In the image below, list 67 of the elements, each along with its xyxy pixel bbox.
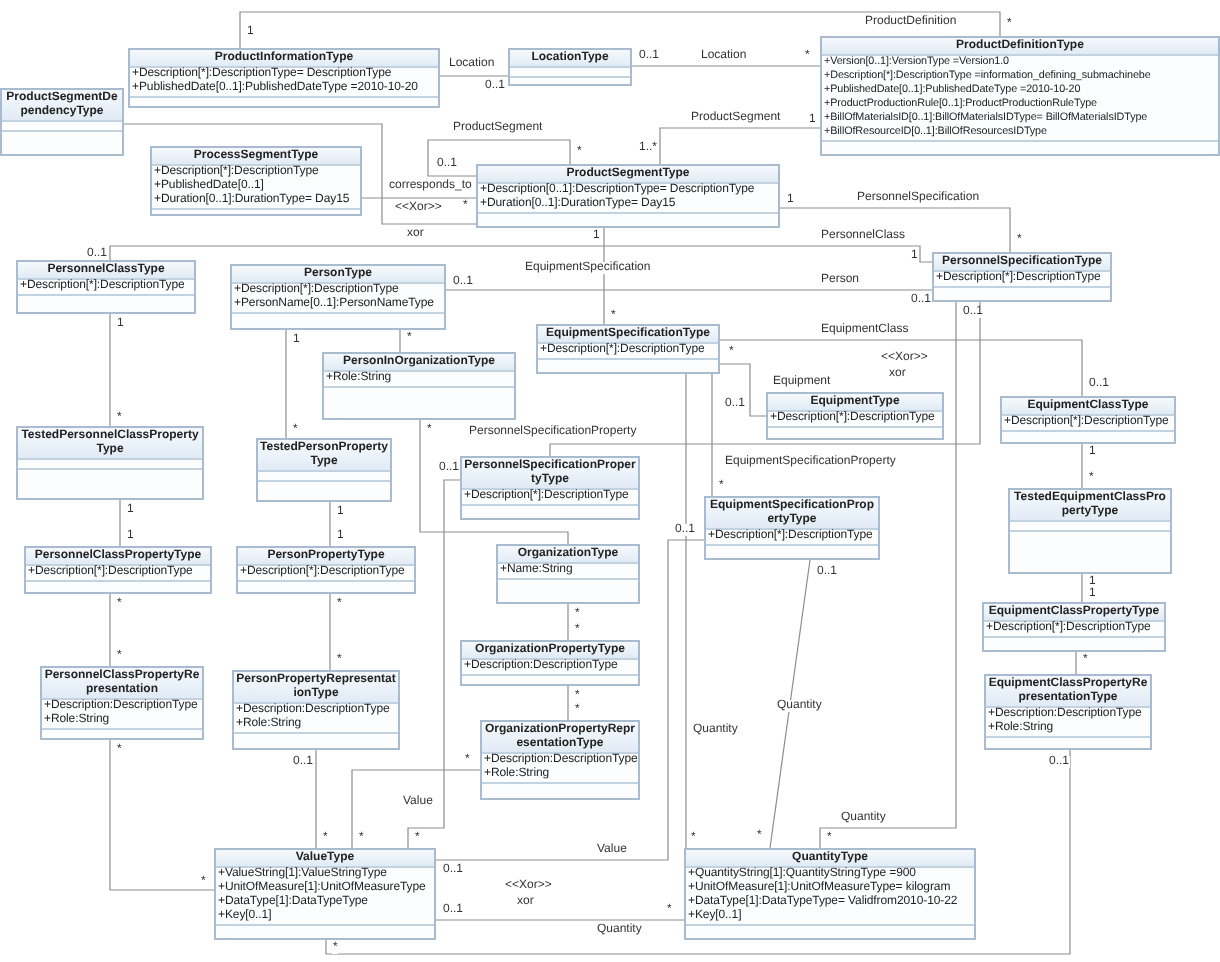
association-line	[109, 593, 111, 667]
class-box	[766, 392, 944, 440]
association-line	[407, 479, 461, 849]
class-box	[508, 48, 632, 86]
class-box	[984, 674, 1152, 750]
association-line	[123, 123, 477, 225]
association-line	[361, 197, 477, 199]
class-box	[982, 602, 1166, 652]
association-line	[549, 301, 981, 457]
class-box	[128, 48, 440, 108]
class-box	[150, 146, 362, 216]
class-box	[40, 666, 204, 740]
association-line	[1081, 573, 1083, 603]
association-line	[427, 139, 571, 177]
association-line	[769, 559, 811, 849]
class-box	[1000, 396, 1176, 444]
association-line	[719, 339, 1083, 397]
class-box	[684, 848, 976, 940]
association-line	[419, 419, 569, 545]
association-line	[445, 289, 933, 291]
association-line	[779, 207, 1011, 253]
association-line	[603, 227, 605, 325]
association-line	[315, 749, 317, 849]
association-line	[119, 499, 121, 547]
association-line	[399, 329, 401, 353]
association-line	[659, 127, 821, 165]
association-line	[109, 313, 111, 427]
class-box	[0, 88, 124, 156]
association-line	[329, 593, 331, 671]
class-box	[536, 324, 720, 374]
class-box	[16, 426, 204, 500]
class-box	[496, 544, 640, 604]
class-box	[236, 546, 416, 594]
class-box	[1008, 488, 1172, 574]
class-box	[230, 264, 446, 330]
class-box	[476, 164, 780, 228]
association-line	[567, 603, 569, 641]
association-line	[351, 769, 481, 849]
association-line	[435, 919, 685, 921]
association-line	[685, 373, 687, 849]
class-box	[932, 252, 1112, 302]
association-line	[439, 75, 509, 77]
association-line	[109, 739, 215, 891]
association-line	[719, 363, 767, 417]
association-line	[329, 501, 331, 547]
class-box	[256, 438, 392, 502]
association-line	[285, 329, 287, 439]
association-line	[1081, 443, 1083, 489]
class-box	[232, 670, 400, 750]
class-box	[214, 848, 436, 940]
class-box	[480, 720, 640, 800]
association-line	[711, 373, 713, 497]
class-box	[460, 640, 640, 686]
association-line	[325, 749, 1071, 955]
association-line	[819, 301, 957, 849]
class-box	[820, 36, 1220, 156]
association-line	[567, 685, 569, 721]
class-box	[16, 260, 196, 314]
association-line	[109, 245, 933, 263]
class-box	[24, 546, 212, 594]
class-box	[704, 496, 880, 560]
association-line	[239, 11, 1001, 49]
association-line	[631, 65, 821, 67]
class-box	[460, 456, 640, 520]
association-line	[435, 539, 705, 861]
association-line	[1075, 651, 1077, 675]
class-box	[322, 352, 516, 420]
